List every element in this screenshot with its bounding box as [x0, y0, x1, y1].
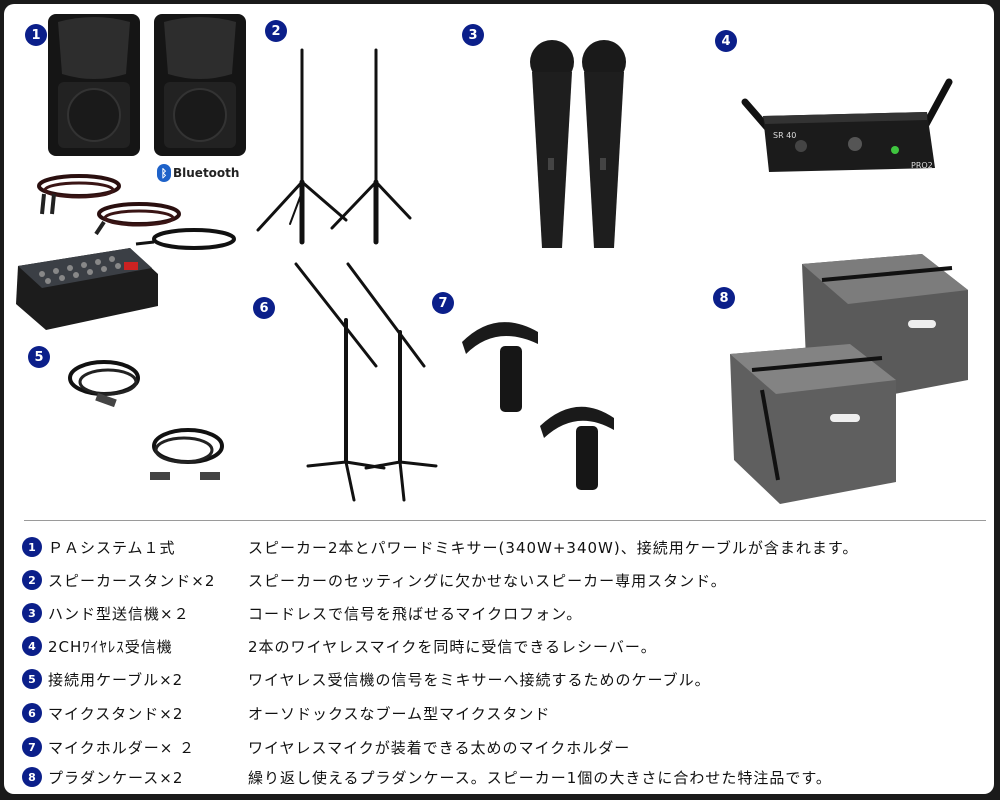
item-name: ＰＡシステム１式 — [48, 538, 176, 557]
badge-3: 3 — [462, 24, 484, 46]
receiver-pro-label: PRO2 — [911, 161, 933, 170]
item-name: 2CHﾜｲﾔﾚｽ受信機 — [48, 637, 173, 656]
item-description: スピーカーのセッティングに欠かせないスピーカー専用スタンド。 — [248, 571, 727, 590]
item-name: マイクスタンド×2 — [48, 704, 184, 723]
item-description: オーソドックスなブーム型マイクスタンド — [248, 704, 551, 723]
speaker-pair-image — [48, 14, 246, 156]
badge-7: 7 — [432, 292, 454, 314]
item-description: 繰り返し使えるプラダンケース。スピーカー1個の大きさに合わせた特注品です。 — [248, 768, 832, 787]
item-name: スピーカースタンド×2 — [48, 571, 216, 590]
item-description: ワイヤレスマイクが装着できる太めのマイクホルダー — [248, 738, 631, 757]
badge-4: 4 — [715, 30, 737, 52]
row-badge: 1 — [22, 537, 42, 557]
row-badge: 2 — [22, 570, 42, 590]
mic-holders-image — [462, 322, 614, 490]
speaker-stands-image — [256, 48, 412, 245]
bluetooth-text: Bluetooth — [173, 166, 240, 180]
item-row-2: 2 スピーカースタンド×2 スピーカーのセッティングに欠かせないスピーカー専用ス… — [22, 568, 727, 592]
item-row-4: 4 2CHﾜｲﾔﾚｽ受信機 2本のワイヤレスマイクを同時に受信できるレシーバー。 — [22, 634, 657, 658]
item-description: スピーカー2本とパワードミキサー(340W+340W)、接続用ケーブルが含まれま… — [248, 538, 859, 557]
item-row-1: 1 ＰＡシステム１式 スピーカー2本とパワードミキサー(340W+340W)、接… — [22, 535, 858, 559]
mic-stands-image — [294, 262, 438, 502]
mixer-image — [16, 248, 158, 330]
row-badge: 7 — [22, 737, 42, 757]
plastic-cases-image — [730, 254, 968, 504]
badge-8: 8 — [713, 287, 735, 309]
receiver-model-label: SR 40 — [773, 131, 796, 140]
bluetooth-icon: ᛒ — [157, 164, 171, 182]
item-row-7: 7 マイクホルダー× ２ ワイヤレスマイクが装着できる太めのマイクホルダー — [22, 735, 630, 759]
badge-6: 6 — [253, 297, 275, 319]
item-row-8: 8 プラダンケース×2 繰り返し使えるプラダンケース。スピーカー1個の大きさに合… — [22, 765, 832, 789]
item-row-3: 3 ハンド型送信機×２ コードレスで信号を飛ばせるマイクロフォン。 — [22, 601, 582, 625]
xlr-cables-image — [68, 360, 224, 480]
badge-1: 1 — [25, 24, 47, 46]
row-badge: 3 — [22, 603, 42, 623]
row-badge: 4 — [22, 636, 42, 656]
divider — [24, 520, 986, 521]
row-badge: 6 — [22, 703, 42, 723]
item-description: 2本のワイヤレスマイクを同時に受信できるレシーバー。 — [248, 637, 657, 656]
item-name: 接続用ケーブル×2 — [48, 670, 184, 689]
item-row-5: 5 接続用ケーブル×2 ワイヤレス受信機の信号をミキサーへ接続するためのケーブル… — [22, 667, 711, 691]
item-row-6: 6 マイクスタンド×2 オーソドックスなブーム型マイクスタンド — [22, 701, 550, 725]
badge-5: 5 — [28, 346, 50, 368]
product-panel: 1 2 3 4 5 6 7 8 ᛒ Bluetooth — [4, 4, 994, 794]
handheld-mics-image — [530, 40, 626, 248]
row-badge: 5 — [22, 669, 42, 689]
item-name: ハンド型送信機×２ — [48, 604, 190, 623]
speaker-cables-image — [37, 174, 236, 250]
item-description: ワイヤレス受信機の信号をミキサーへ接続するためのケーブル。 — [248, 670, 711, 689]
wireless-receiver-image: SR 40 PRO2 — [741, 78, 953, 172]
item-description: コードレスで信号を飛ばせるマイクロフォン。 — [248, 604, 583, 623]
item-name: マイクホルダー× ２ — [48, 738, 196, 757]
badge-2: 2 — [265, 20, 287, 42]
row-badge: 8 — [22, 767, 42, 787]
item-name: プラダンケース×2 — [48, 768, 184, 787]
bluetooth-logo: ᛒ Bluetooth — [157, 164, 239, 182]
